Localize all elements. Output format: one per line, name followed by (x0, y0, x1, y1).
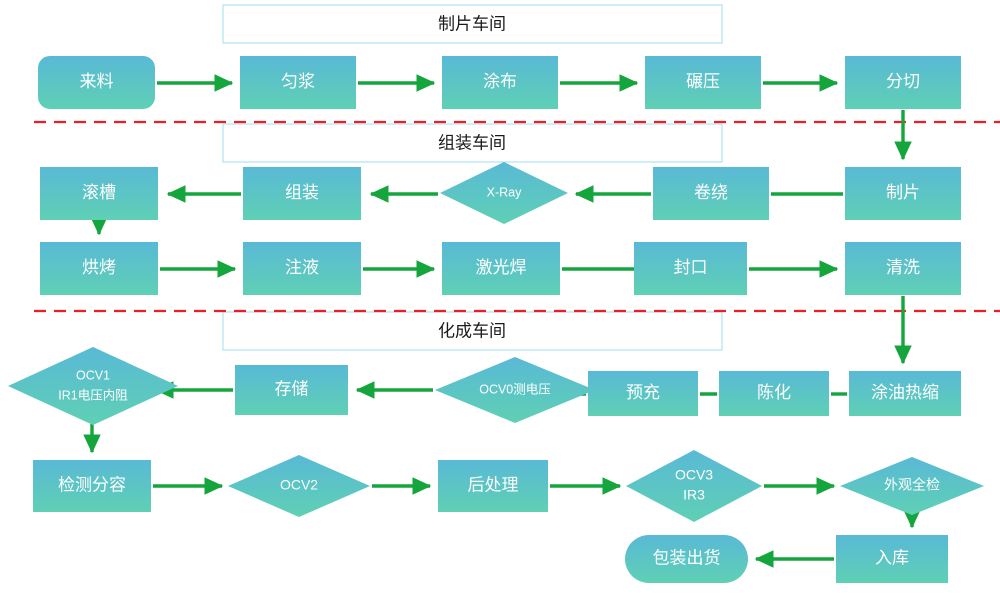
band-title-box-2 (222, 123, 723, 163)
node-zhipian[interactable]: 制片 (845, 167, 961, 220)
node-fenqie[interactable]: 分切 (845, 56, 961, 109)
node-shape (440, 162, 568, 224)
node-label: 预充 (626, 383, 660, 402)
node-zuzhuang[interactable]: 组装 (243, 167, 361, 220)
node-ocv0[interactable]: OCV0测电压 (435, 357, 595, 423)
node-tubu[interactable]: 涂布 (442, 56, 558, 109)
node-label: 滚槽 (82, 183, 116, 202)
node-shape (442, 242, 560, 295)
node-shape (845, 242, 961, 295)
node-label: 制片 (886, 183, 920, 202)
node-gungcao[interactable]: 滚槽 (40, 167, 158, 220)
node-label: 清洗 (886, 258, 920, 277)
node-yunjiang[interactable]: 匀浆 (240, 56, 356, 109)
node-label: 入库 (875, 548, 909, 567)
node-fengkou[interactable]: 封口 (634, 242, 747, 295)
band-title-group-3: 化成车间 (222, 311, 723, 351)
band-title-group-2: 组装车间 (222, 123, 723, 163)
node-tuyou[interactable]: 涂油热缩 (849, 371, 961, 416)
node-shape (435, 357, 595, 423)
node-shape (588, 371, 698, 416)
node-shape (845, 56, 961, 109)
node-jiguanghan[interactable]: 激光焊 (442, 242, 560, 295)
node-shape (240, 56, 356, 109)
band-title-label-1: 制片车间 (438, 14, 506, 33)
node-label: 涂油热缩 (871, 383, 939, 402)
node-shape (836, 535, 948, 583)
node-label: 注液 (285, 258, 319, 277)
node-shape (33, 460, 151, 512)
node-shape (625, 535, 748, 583)
band-title-label-2: 组装车间 (438, 133, 506, 152)
node-zhuye[interactable]: 注液 (243, 242, 361, 295)
node-label: X-Ray (487, 185, 522, 199)
node-nianya[interactable]: 碾压 (645, 56, 761, 109)
node-shape (645, 56, 761, 109)
node-shape (228, 455, 370, 517)
node-label: IR3 (683, 487, 705, 503)
node-shape (243, 167, 361, 220)
node-shape (626, 450, 762, 522)
node-shape (634, 242, 747, 295)
node-juanrao[interactable]: 卷绕 (653, 167, 769, 220)
node-label: 后处理 (468, 475, 519, 494)
node-shape (8, 347, 178, 425)
node-shape (40, 167, 158, 220)
node-label: 包装出货 (653, 548, 721, 567)
node-shape (849, 371, 961, 416)
node-label: 陈化 (757, 383, 791, 402)
band-title-group-1: 制片车间 (222, 4, 723, 44)
node-label: 分切 (886, 72, 920, 91)
node-label: OCV0测电压 (479, 382, 551, 396)
node-label: 激光焊 (476, 258, 527, 277)
node-waiguan[interactable]: 外观全检 (840, 457, 984, 515)
edge-group (83, 74, 921, 568)
node-label: IR1电压内阻 (58, 388, 128, 402)
node-label: 组装 (285, 183, 319, 202)
node-shape (719, 371, 829, 416)
node-label: OCV1 (76, 368, 110, 382)
node-label: 碾压 (686, 72, 720, 91)
node-shape (243, 242, 361, 295)
node-label: 检测分容 (58, 475, 126, 494)
node-shape (40, 242, 158, 295)
node-label: 匀浆 (281, 72, 315, 91)
node-shape (840, 457, 984, 515)
node-lailiao[interactable]: 来料 (38, 56, 155, 109)
node-shape (235, 365, 348, 415)
node-houchuli[interactable]: 后处理 (438, 460, 548, 512)
node-label: 封口 (674, 258, 708, 277)
node-ocv2[interactable]: OCV2 (228, 455, 370, 517)
node-label: OCV2 (280, 477, 318, 493)
band-title-box-3 (222, 311, 723, 351)
node-label: 烘烤 (82, 258, 116, 277)
node-chenhua[interactable]: 陈化 (719, 371, 829, 416)
node-qingxi[interactable]: 清洗 (845, 242, 961, 295)
node-cunchu[interactable]: 存储 (235, 365, 348, 415)
node-shape (438, 460, 548, 512)
node-shape (653, 167, 769, 220)
node-label: OCV3 (675, 467, 713, 483)
node-ruku[interactable]: 入库 (836, 535, 948, 583)
node-yuchong[interactable]: 预充 (588, 371, 698, 416)
node-label: 来料 (80, 72, 114, 91)
node-label: 卷绕 (694, 183, 728, 202)
band-title-box-1 (222, 4, 723, 44)
node-hongkao[interactable]: 烘烤 (40, 242, 158, 295)
node-label: 涂布 (483, 72, 517, 91)
node-jiancefenrong[interactable]: 检测分容 (33, 460, 151, 512)
node-shape (845, 167, 961, 220)
node-label: 存储 (275, 379, 309, 398)
node-shape (442, 56, 558, 109)
node-baozhuang[interactable]: 包装出货 (625, 535, 748, 583)
node-xray[interactable]: X-Ray (440, 162, 568, 224)
band-title-label-3: 化成车间 (438, 321, 506, 340)
node-label: 外观全检 (884, 477, 940, 493)
node-shape (38, 56, 155, 109)
